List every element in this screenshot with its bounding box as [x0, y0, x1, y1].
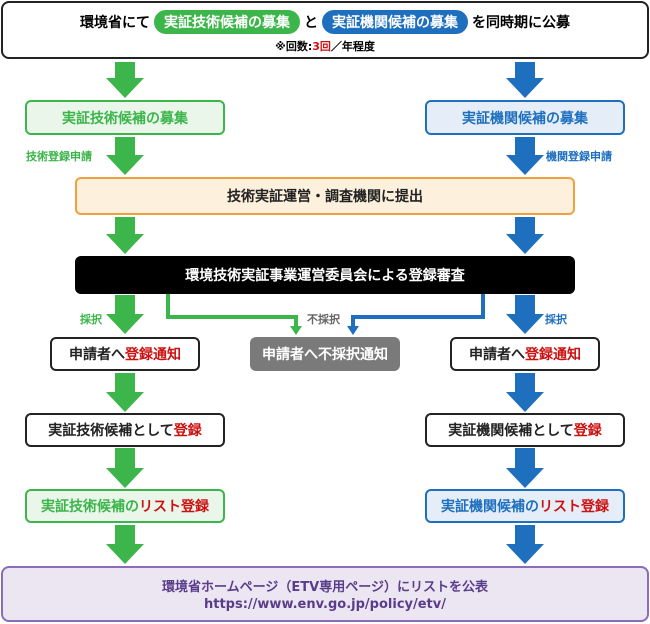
- right-register-box: 実証機関候補として登録: [425, 413, 625, 447]
- arrow-tech-recruit-to-submit: [106, 137, 144, 175]
- left-notify-prefix: 申請者へ: [69, 347, 125, 363]
- tech-apply-label: 技術登録申請: [26, 150, 92, 163]
- arrow-submit-to-review-left: [106, 217, 144, 254]
- arrow-review-to-left-notify: [106, 295, 144, 334]
- reject-notice-box: 申請者へ不採択通知: [250, 337, 400, 371]
- footer-box: 環境省ホームページ（ETV専用ページ）にリストを公表 https://www.e…: [1, 566, 649, 622]
- left-adopt-label: 採択: [80, 313, 102, 326]
- arrow-left-notify-to-register: [106, 373, 144, 412]
- right-list-prefix: 実証機関候補の: [441, 499, 539, 515]
- org-recruit-pill: 実証機関候補の募集: [322, 10, 468, 34]
- note-suffix: ／年程度: [330, 40, 375, 53]
- org-apply-label: 機関登録申請: [546, 150, 612, 163]
- arrow-header-to-tech-recruit: [106, 62, 144, 98]
- left-list-red: リスト登録: [139, 499, 209, 515]
- submit-box: 技術実証運営・調査機関に提出: [75, 177, 575, 215]
- right-notify-prefix: 申請者へ: [469, 347, 525, 363]
- header-note: ※回数:3回／年程度: [3, 38, 647, 54]
- right-register-red: 登録: [573, 423, 602, 439]
- arrow-submit-to-review-right: [506, 217, 544, 254]
- right-list-box: 実証機関候補のリスト登録: [425, 489, 625, 523]
- arrow-org-recruit-to-submit: [506, 137, 544, 175]
- arrow-review-to-right-notify: [506, 295, 544, 334]
- header-prefix: 環境省にて: [80, 15, 150, 31]
- reject-arrowhead-blue: [347, 326, 359, 335]
- header-connector: と: [304, 15, 318, 31]
- left-list-prefix: 実証技術候補の: [41, 499, 139, 515]
- header-box: 環境省にて実証技術候補の募集と実証機関候補の募集を同時期に公募 ※回数:3回／年…: [1, 1, 649, 59]
- arrow-right-list-to-footer: [506, 525, 544, 564]
- right-notify-red: 登録通知: [525, 347, 581, 363]
- left-register-red: 登録: [173, 423, 202, 439]
- left-list-box: 実証技術候補のリスト登録: [25, 489, 225, 523]
- arrow-right-notify-to-register: [506, 373, 544, 412]
- right-list-red: リスト登録: [539, 499, 609, 515]
- right-register-prefix: 実証機関候補として: [448, 423, 574, 439]
- header-main-line: 環境省にて実証技術候補の募集と実証機関候補の募集を同時期に公募: [3, 10, 647, 34]
- reject-line-green: [166, 294, 298, 328]
- review-box: 環境技術実証事業運営委員会による登録審査: [75, 256, 575, 294]
- footer-line1: 環境省ホームページ（ETV専用ページ）にリストを公表: [162, 580, 488, 595]
- arrow-header-to-org-recruit: [506, 62, 544, 98]
- footer-url[interactable]: https://www.env.go.jp/policy/etv/: [204, 597, 446, 612]
- arrow-left-register-to-list: [106, 448, 144, 488]
- org-recruit-box: 実証機関候補の募集: [425, 100, 625, 135]
- left-notify-box: 申請者へ登録通知: [50, 337, 200, 371]
- reject-line-blue: [351, 294, 485, 328]
- left-register-box: 実証技術候補として登録: [25, 413, 225, 447]
- tech-recruit-box: 実証技術候補の募集: [25, 100, 225, 135]
- left-register-prefix: 実証技術候補として: [48, 423, 174, 439]
- reject-label: 不採択: [307, 313, 340, 326]
- right-notify-box: 申請者へ登録通知: [450, 337, 600, 371]
- left-notify-red: 登録通知: [125, 347, 181, 363]
- note-count: 3回: [312, 40, 331, 53]
- tech-recruit-pill: 実証技術候補の募集: [154, 10, 300, 34]
- arrow-left-list-to-footer: [106, 525, 144, 564]
- note-prefix: ※回数:: [275, 40, 313, 53]
- arrow-right-register-to-list: [506, 448, 544, 488]
- right-adopt-label: 採択: [545, 313, 567, 326]
- header-suffix: を同時期に公募: [472, 15, 570, 31]
- reject-arrowhead-green: [290, 326, 302, 335]
